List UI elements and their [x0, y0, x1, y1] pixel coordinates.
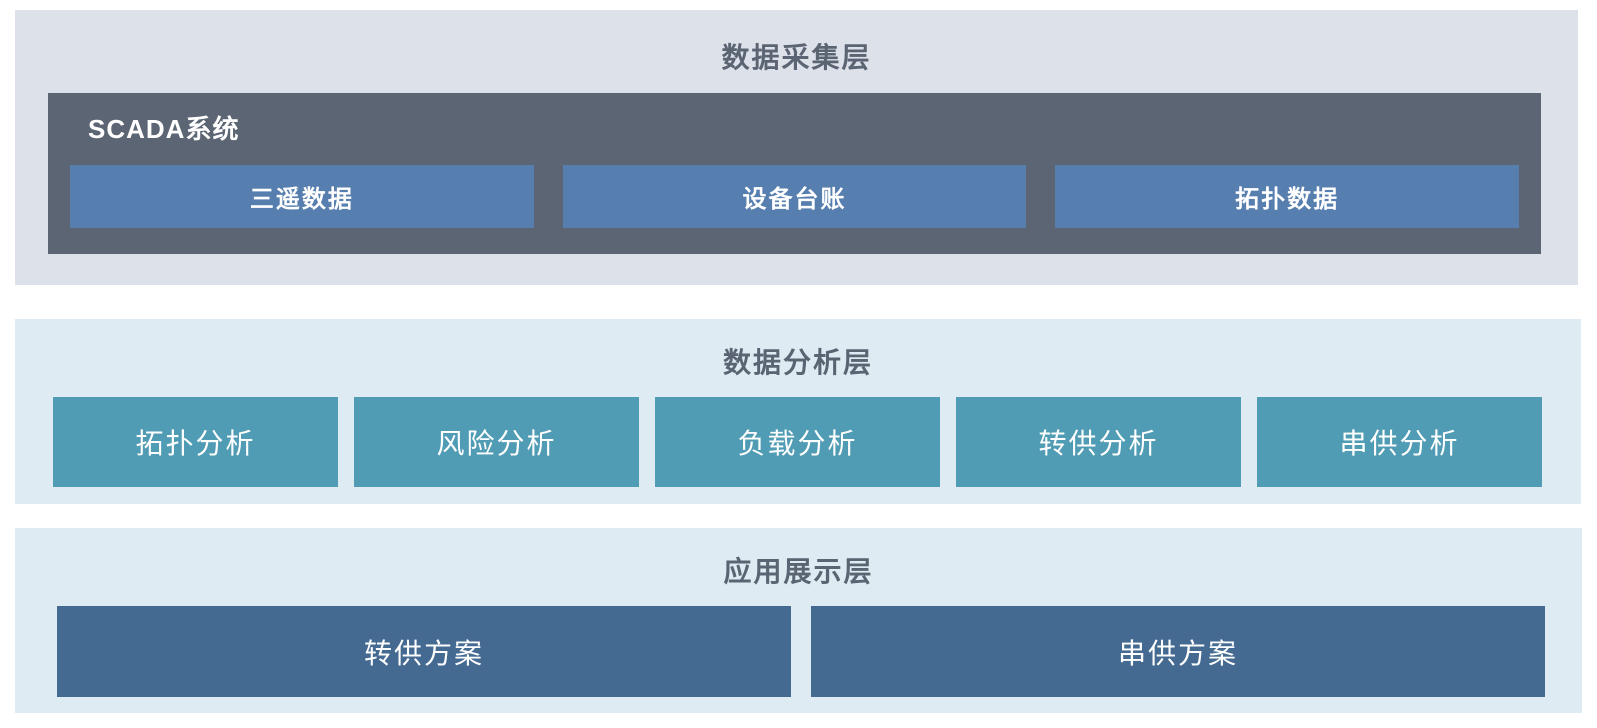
- application-display-layer-title: 应用展示层: [723, 556, 874, 587]
- box-topology-data: 拓扑数据: [1055, 165, 1520, 228]
- analysis-boxes-row: 拓扑分析 风险分析 负载分析 转供分析 串供分析: [53, 397, 1542, 487]
- box-transfer-supply-analysis: 转供分析: [956, 397, 1241, 487]
- data-analysis-layer-title: 数据分析层: [722, 347, 873, 378]
- box-topology-analysis: 拓扑分析: [53, 397, 338, 487]
- data-analysis-layer-panel: 数据分析层 拓扑分析 风险分析 负载分析 转供分析 串供分析: [15, 319, 1581, 504]
- box-load-analysis: 负载分析: [655, 397, 940, 487]
- data-collection-layer-title: 数据采集层: [721, 42, 872, 73]
- scada-system-title: SCADA系统: [88, 114, 240, 144]
- scada-boxes-row: 三遥数据 设备台账 拓扑数据: [70, 165, 1520, 228]
- box-risk-analysis: 风险分析: [354, 397, 639, 487]
- scada-system-container: SCADA系统 三遥数据 设备台账 拓扑数据: [48, 93, 1541, 254]
- box-three-remote-data: 三遥数据: [70, 165, 534, 228]
- box-transfer-supply-plan: 转供方案: [57, 606, 791, 697]
- application-boxes-row: 转供方案 串供方案: [57, 606, 1545, 697]
- box-equipment-ledger: 设备台账: [562, 165, 1027, 228]
- application-display-layer-panel: 应用展示层 转供方案 串供方案: [15, 528, 1582, 713]
- data-collection-layer-panel: 数据采集层 SCADA系统 三遥数据 设备台账 拓扑数据: [15, 10, 1578, 285]
- box-series-supply-analysis: 串供分析: [1257, 397, 1542, 487]
- box-series-supply-plan: 串供方案: [811, 606, 1545, 697]
